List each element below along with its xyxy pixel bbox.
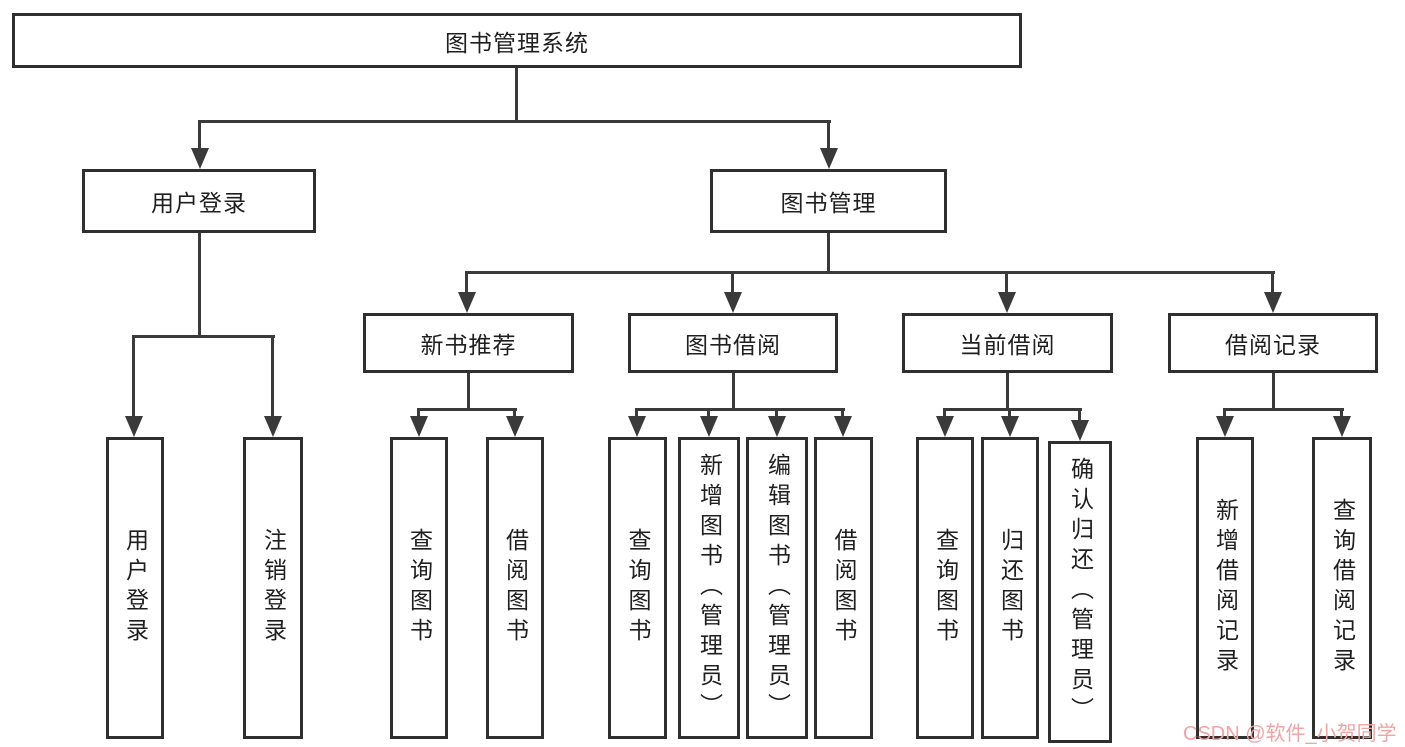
leaf-query-books-borrowing: 查询图书 xyxy=(608,437,667,739)
leaf-label: 新增借阅记录 xyxy=(1212,498,1239,678)
node-label: 图书管理系统 xyxy=(445,29,589,56)
leaf-edit-books-admin: 编辑图书（管理员） xyxy=(746,437,808,739)
leaf-query-books-current: 查询图书 xyxy=(916,437,974,739)
node-new-book-recommend: 新书推荐 xyxy=(363,313,574,373)
leaf-label: 查询借阅记录 xyxy=(1329,498,1356,678)
connector-level1-hline xyxy=(199,120,831,123)
connector-current-borrowing-hline xyxy=(944,408,1082,411)
arrow-down-icon xyxy=(1001,408,1019,437)
connector-new-book-stem xyxy=(467,373,470,408)
arrow-down-icon xyxy=(458,271,476,313)
node-label: 图书管理 xyxy=(780,190,877,216)
leaf-borrow-books: 借阅图书 xyxy=(814,437,873,739)
connector-user-login-stem xyxy=(198,233,201,335)
connector-current-borrowing-stem xyxy=(1006,373,1009,408)
arrow-down-icon xyxy=(998,271,1016,313)
arrow-down-icon xyxy=(1264,271,1282,313)
leaf-label: 查询图书 xyxy=(625,528,651,648)
leaf-return-books: 归还图书 xyxy=(981,437,1039,739)
arrow-down-icon xyxy=(834,408,852,437)
node-user-login: 用户登录 xyxy=(82,169,316,233)
leaf-add-borrow-record: 新增借阅记录 xyxy=(1196,437,1254,739)
arrow-down-icon xyxy=(264,335,282,437)
node-label: 新书推荐 xyxy=(420,332,517,358)
node-current-borrowing: 当前借阅 xyxy=(902,313,1113,373)
leaf-logout: 注销登录 xyxy=(243,437,303,739)
node-label: 图书借阅 xyxy=(685,332,781,358)
node-label: 借阅记录 xyxy=(1225,332,1321,358)
arrow-down-icon xyxy=(1333,408,1351,437)
leaf-confirm-return-admin: 确认归还（管理员） xyxy=(1048,441,1112,743)
arrow-down-icon xyxy=(1071,408,1089,441)
node-book-management: 图书管理 xyxy=(710,169,947,233)
arrow-down-icon xyxy=(506,408,524,437)
leaf-label: 查询图书 xyxy=(406,528,433,648)
connector-level2-hline xyxy=(466,271,1275,274)
arrow-down-icon xyxy=(820,120,838,169)
arrow-down-icon xyxy=(191,120,209,169)
connector-new-book-hline xyxy=(418,408,517,411)
leaf-label: 借阅图书 xyxy=(831,528,857,648)
arrow-down-icon xyxy=(410,408,428,437)
leaf-label: 新增图书（管理员） xyxy=(696,453,723,723)
connector-book-borrowing-stem xyxy=(732,373,735,408)
arrow-down-icon xyxy=(768,408,786,437)
arrow-down-icon xyxy=(1216,408,1234,437)
arrow-down-icon xyxy=(936,408,954,437)
node-label: 当前借阅 xyxy=(959,332,1056,358)
leaf-label: 查询图书 xyxy=(932,528,959,648)
leaf-borrow-books-recommend: 借阅图书 xyxy=(486,437,544,739)
node-label: 用户登录 xyxy=(151,190,247,216)
arrow-down-icon xyxy=(700,408,718,437)
leaf-label: 归还图书 xyxy=(997,528,1024,648)
connector-borrowing-records-hline xyxy=(1224,408,1344,411)
csdn-watermark: CSDN @软件_小贺同学 xyxy=(1183,723,1397,745)
connector-user-login-hline xyxy=(133,335,275,338)
connector-book-borrowing-hline xyxy=(636,408,845,411)
leaf-label: 注销登录 xyxy=(260,528,287,648)
leaf-label: 确认归还（管理员） xyxy=(1067,457,1094,727)
leaf-query-books-recommend: 查询图书 xyxy=(390,437,448,739)
leaf-query-borrow-record: 查询借阅记录 xyxy=(1312,437,1372,739)
connector-book-management-stem xyxy=(827,233,830,271)
leaf-user-login: 用户登录 xyxy=(106,437,164,739)
leaf-label: 用户登录 xyxy=(122,528,149,648)
node-borrowing-records: 借阅记录 xyxy=(1168,313,1378,373)
connector-borrowing-records-stem xyxy=(1272,373,1275,408)
leaf-label: 借阅图书 xyxy=(502,528,529,648)
leaf-add-books-admin: 新增图书（管理员） xyxy=(678,437,740,739)
node-book-management-system: 图书管理系统 xyxy=(12,13,1022,68)
leaf-label: 编辑图书（管理员） xyxy=(764,453,791,723)
arrow-down-icon xyxy=(628,408,646,437)
node-book-borrowing: 图书借阅 xyxy=(628,313,838,373)
arrow-down-icon xyxy=(724,271,742,313)
connector-root-stem xyxy=(515,68,518,120)
arrow-down-icon xyxy=(125,335,143,437)
